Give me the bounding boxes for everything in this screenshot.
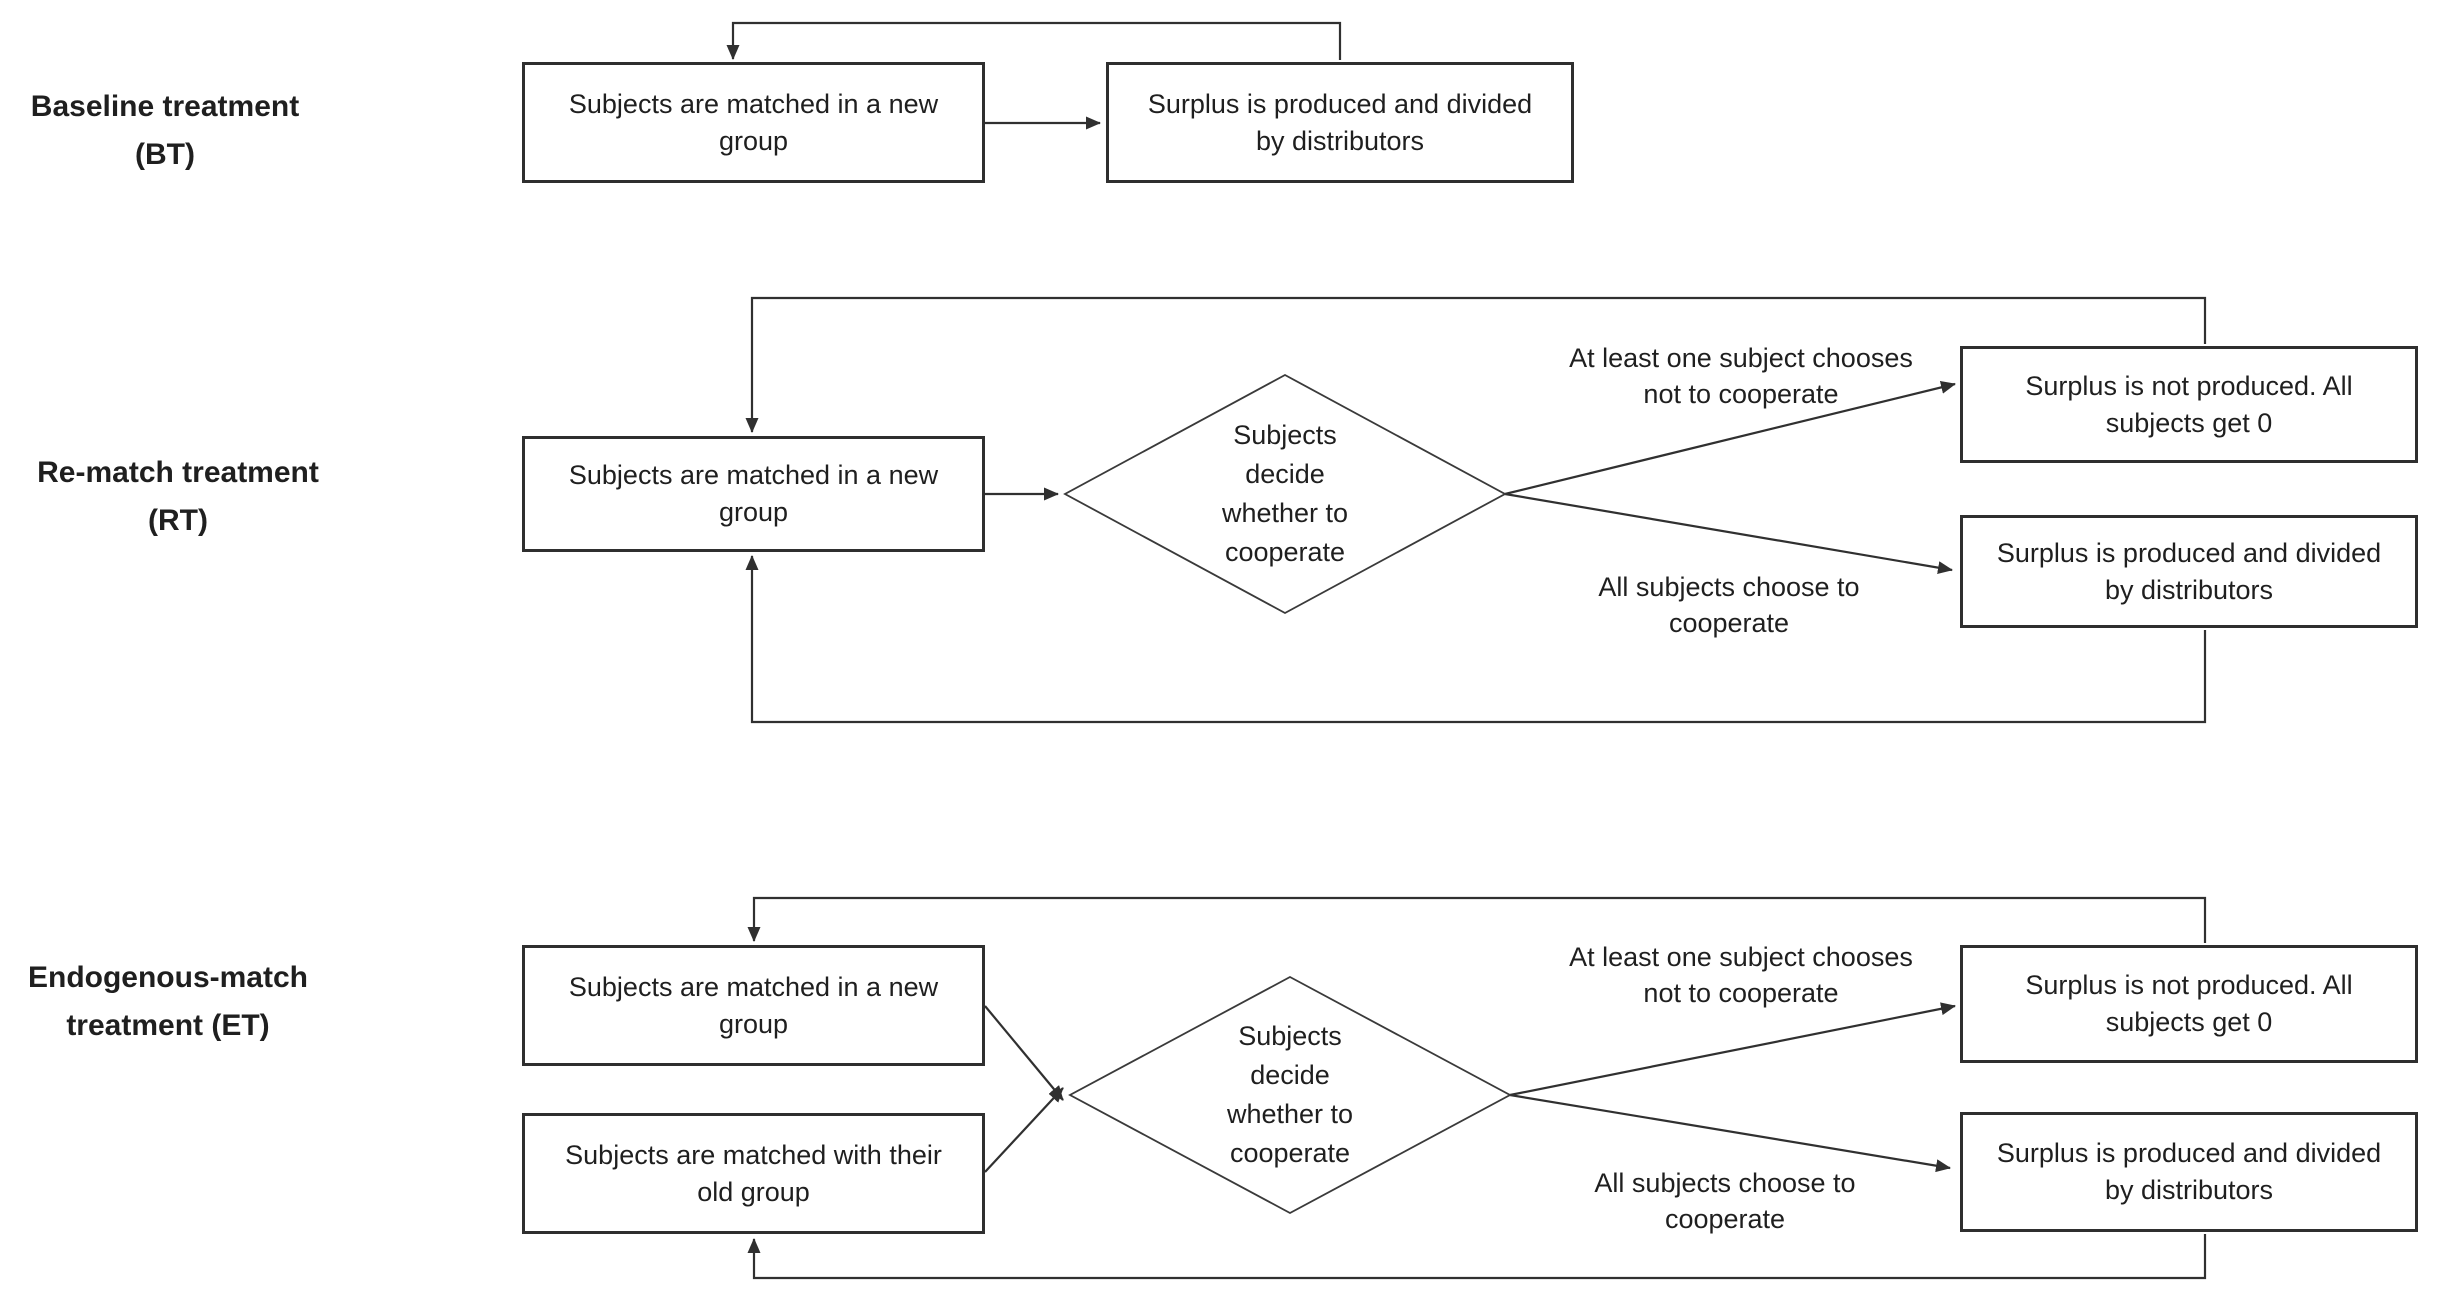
et-edge-label-cooperate: All subjects choose to cooperate xyxy=(1594,1168,1856,1234)
et-arrow-cooperate-branch xyxy=(1509,1093,1951,1173)
bt-box-new-group-text: Subjects are matched in a new group xyxy=(568,88,939,156)
et-box-no-surplus-text: Surplus is not produced. All subjects ge… xyxy=(2025,970,2353,1037)
bt-box-surplus-divided: Surplus is produced and divided by distr… xyxy=(1106,62,1574,183)
bt-box-surplus-divided-text: Surplus is produced and divided by distr… xyxy=(1147,88,1533,156)
rt-feedback-loop-top xyxy=(745,296,2207,433)
et-arrow-newgroup-to-decision xyxy=(984,1005,1064,1101)
et-decision-diamond xyxy=(1068,975,1512,1215)
bt-row-label: Baseline treatment (BT) xyxy=(30,90,300,171)
et-connectors xyxy=(747,896,2207,1280)
rt-feedback-loop-bottom xyxy=(745,555,2207,724)
rt-decision-diamond xyxy=(1063,373,1507,615)
et-box-no-surplus: Surplus is not produced. All subjects ge… xyxy=(1960,945,2418,1063)
et-feedback-loop-top xyxy=(747,896,2207,943)
rt-arrow-defect-branch xyxy=(1504,381,1956,496)
rt-edge-label-defect: At least one subject chooses not to coop… xyxy=(1569,343,1913,409)
bt-feedback-loop xyxy=(726,21,1342,60)
rt-arrow-cooperate-branch xyxy=(1504,492,1953,575)
et-box-surplus-divided: Surplus is produced and divided by distr… xyxy=(1960,1112,2418,1232)
rt-box-new-group: Subjects are matched in a new group xyxy=(522,436,985,552)
et-arrow-oldgroup-to-decision xyxy=(984,1087,1064,1173)
rt-box-no-surplus-text: Surplus is not produced. All subjects ge… xyxy=(2025,370,2353,438)
et-edge-label-defect: At least one subject chooses not to coop… xyxy=(1569,942,1913,1008)
rt-connectors xyxy=(745,296,2207,724)
et-box-old-group: Subjects are matched with their old grou… xyxy=(522,1113,985,1234)
et-box-new-group-text: Subjects are matched in a new group xyxy=(568,971,939,1039)
bt-box-new-group: Subjects are matched in a new group xyxy=(522,62,985,183)
rt-row-label: Re-match treatment (RT) xyxy=(37,456,319,537)
et-box-old-group-text: Subjects are matched with their old grou… xyxy=(565,1139,942,1207)
rt-decision-label: Subjects decide whether to cooperate xyxy=(1221,420,1349,567)
et-decision-label: Subjects decide whether to cooperate xyxy=(1226,1021,1354,1168)
et-feedback-loop-bottom xyxy=(747,1234,2207,1280)
rt-box-no-surplus: Surplus is not produced. All subjects ge… xyxy=(1960,346,2418,463)
et-box-new-group: Subjects are matched in a new group xyxy=(522,945,985,1066)
rt-edge-label-cooperate: All subjects choose to cooperate xyxy=(1598,572,1860,638)
et-row-label: Endogenous-match treatment (ET) xyxy=(27,961,308,1042)
bt-connectors xyxy=(726,21,1342,130)
rt-box-surplus-divided: Surplus is produced and divided by distr… xyxy=(1960,515,2418,628)
rt-box-new-group-text: Subjects are matched in a new group xyxy=(568,460,939,527)
et-box-surplus-divided-text: Surplus is produced and divided by distr… xyxy=(1996,1138,2382,1205)
rt-box-surplus-divided-text: Surplus is produced and divided by distr… xyxy=(1996,537,2382,605)
et-arrow-defect-branch xyxy=(1509,1002,1956,1097)
